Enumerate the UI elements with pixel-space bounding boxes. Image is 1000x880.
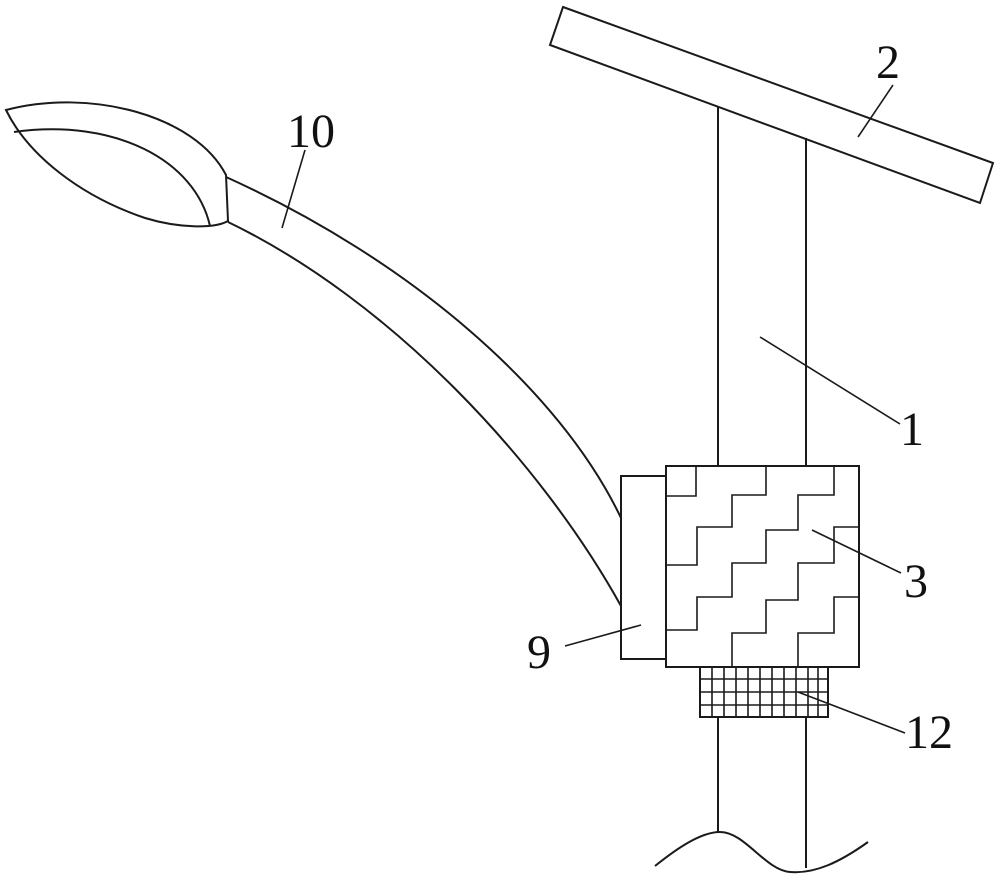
leader-line-1 bbox=[759, 336, 901, 425]
leader-line-10 bbox=[281, 149, 306, 229]
mesh-ring-grid bbox=[700, 667, 828, 717]
lamp-head bbox=[4, 101, 230, 228]
leader-line-12 bbox=[797, 691, 906, 734]
solar-panel bbox=[548, 5, 995, 205]
pole-break-line bbox=[654, 830, 869, 874]
label-mesh-ring: 12 bbox=[905, 706, 953, 759]
lamp-head-inner-curve bbox=[13, 128, 211, 227]
clamp-block bbox=[620, 475, 667, 660]
leader-line-9 bbox=[564, 624, 642, 647]
leader-line-2 bbox=[857, 84, 894, 138]
lamp-arm-lower-edge bbox=[227, 221, 622, 607]
box-staircase-pattern bbox=[666, 466, 859, 667]
label-clamp: 9 bbox=[527, 626, 551, 679]
label-solar-panel: 2 bbox=[876, 36, 900, 89]
label-arm: 10 bbox=[287, 105, 335, 158]
leader-line-3 bbox=[811, 529, 902, 574]
label-pole: 1 bbox=[900, 403, 924, 456]
label-box: 3 bbox=[904, 555, 928, 608]
lamp-arm-upper-edge bbox=[225, 176, 622, 519]
